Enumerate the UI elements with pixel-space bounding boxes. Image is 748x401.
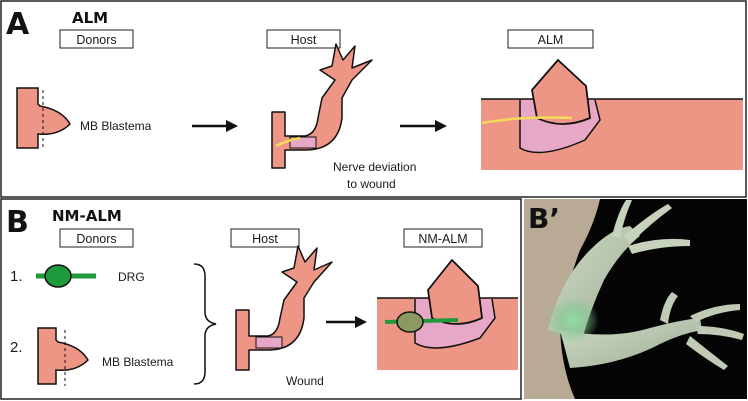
panel-a-border: [0, 0, 747, 198]
panel-b-title: NM-ALM: [52, 207, 122, 225]
host-caption-a-2: to wound: [347, 177, 396, 191]
host-limb-b: [235, 245, 333, 371]
arrow-a-1: [192, 120, 238, 132]
host-label-box-b: [230, 228, 300, 248]
photo-panel: [524, 199, 747, 399]
host-caption-a-1: Nerve deviation: [333, 160, 416, 174]
nm-alm-label-box: [403, 228, 483, 248]
host-label-box-a: [266, 29, 341, 49]
grouping-brace: [193, 263, 217, 385]
donors-label-a: Donors: [76, 33, 116, 47]
host-caption-b: Wound: [286, 374, 324, 388]
panel-b-letter: B: [6, 205, 29, 240]
donors-label-b: Donors: [76, 232, 116, 246]
nm-alm-result: [377, 259, 518, 370]
donors-label-box-b: [59, 228, 134, 248]
panel-b-border: [0, 198, 522, 400]
alm-label: ALM: [538, 33, 564, 47]
host-label-b: Host: [252, 232, 278, 246]
item-2-number: 2.: [10, 339, 23, 356]
donor-caption-a: MB Blastema: [80, 119, 152, 133]
donor-blastema-b: [37, 327, 89, 386]
panel-a-title: ALM: [72, 9, 108, 27]
alm-result: [481, 59, 743, 170]
item-1-caption: DRG: [118, 270, 145, 284]
arrow-b: [326, 316, 367, 328]
drg-graft: [36, 264, 96, 288]
host-limb-a: [271, 43, 373, 169]
item-2-caption: MB Blastema: [102, 355, 174, 369]
panel-a-letter: A: [6, 7, 30, 42]
arrow-a-2: [400, 120, 447, 132]
panel-b-prime-letter: B’: [528, 202, 560, 235]
host-label-a: Host: [291, 33, 317, 47]
nm-alm-label: NM-ALM: [418, 232, 467, 246]
item-1-number: 1.: [10, 268, 23, 285]
alm-label-box: [507, 29, 594, 49]
donors-label-box-a: [59, 29, 134, 49]
donor-blastema-a: [16, 87, 71, 150]
